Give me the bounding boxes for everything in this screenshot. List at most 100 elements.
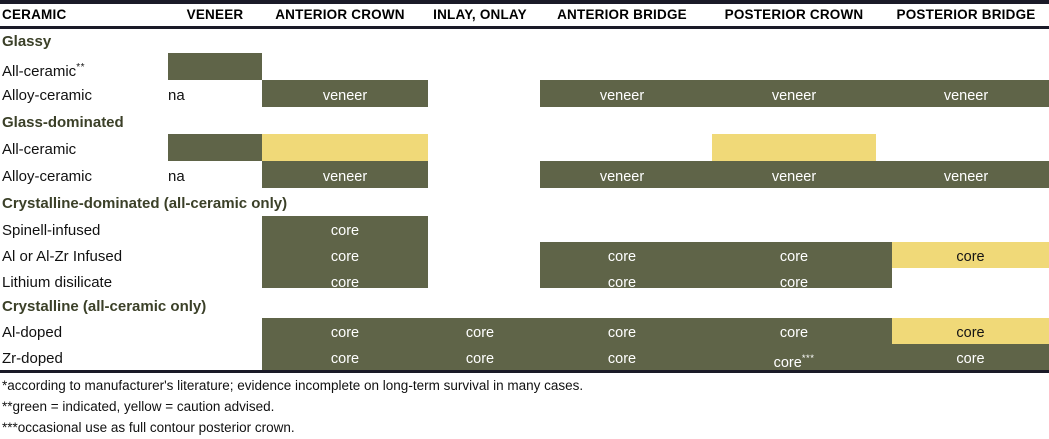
column-header-ceramic: CERAMIC bbox=[2, 7, 67, 22]
cell-spinell-ac-core: core bbox=[262, 221, 428, 241]
block-crystdom-posterior-bridge bbox=[892, 242, 1049, 268]
cell-glassdom-alloy-ac-veneer: veneer bbox=[262, 167, 428, 187]
cell-zrdoped-pb-core-text: core bbox=[956, 351, 985, 367]
column-header-inlay-onlay: INLAY, ONLAY bbox=[433, 7, 527, 22]
cell-glassy-alloy-pc-veneer: veneer bbox=[712, 86, 876, 106]
footnote-1-marker: * bbox=[2, 378, 8, 393]
cell-glassy-alloy-na-text: na bbox=[168, 87, 185, 104]
row-lithium-disilicate: Lithium disilicate bbox=[2, 273, 112, 293]
block-glassdom-alloy-bridges-crowns bbox=[540, 161, 1049, 188]
footnote-2-marker: ** bbox=[2, 399, 13, 414]
row-al-doped: Al-doped bbox=[2, 323, 62, 343]
cell-alzr-pb-core: core bbox=[892, 247, 1049, 267]
row-glassdom-alloyceramic: Alloy-ceramic bbox=[2, 167, 92, 187]
cell-alzr-ac-core-text: core bbox=[330, 249, 360, 265]
cell-alzr-ac-core: core bbox=[262, 247, 428, 267]
cell-aldoped-pc-core: core bbox=[712, 323, 876, 343]
column-header-anterior-crown: ANTERIOR CROWN bbox=[275, 7, 405, 22]
cell-lithium-ab-core: core bbox=[540, 273, 704, 293]
cell-aldoped-pb-core-text: core bbox=[956, 325, 985, 341]
cell-glassy-alloy-pb-veneer-text: veneer bbox=[943, 88, 989, 104]
cell-zrdoped-io-core-text: core bbox=[465, 351, 495, 367]
row-lithium-disilicate-text: Lithium disilicate bbox=[2, 274, 113, 291]
cell-zrdoped-io-core: core bbox=[424, 349, 536, 369]
footnote-3: ***occasional use as full contour poster… bbox=[2, 417, 1042, 438]
block-glassdom-allceramic-posterior-crown bbox=[712, 134, 876, 161]
row-al-alzr-infused: Al or Al-Zr Infused bbox=[2, 247, 122, 267]
cell-aldoped-io-core: core bbox=[424, 323, 536, 343]
cell-glassdom-alloy-ab-veneer: veneer bbox=[540, 167, 704, 187]
cell-glassy-alloy-ab-veneer: veneer bbox=[540, 86, 704, 106]
footnote-separator bbox=[0, 370, 1049, 373]
footnote-1: *according to manufacturer's literature;… bbox=[2, 375, 1042, 396]
block-glassy-alloy-bridges-crowns bbox=[540, 80, 1049, 107]
section-glassy: Glassy bbox=[2, 32, 51, 52]
row-zr-doped-text: Zr-doped bbox=[2, 350, 63, 367]
block-glassdom-alloy-anterior-crown bbox=[262, 161, 428, 188]
cell-glassdom-alloy-ab-veneer-text: veneer bbox=[599, 169, 645, 185]
footnote-3-text: occasional use as full contour posterior… bbox=[17, 420, 295, 435]
column-header-posterior-crown: POSTERIOR CROWN bbox=[724, 7, 864, 22]
cell-aldoped-ab-core-text: core bbox=[607, 325, 637, 341]
cell-alzr-ab-core: core bbox=[540, 247, 704, 267]
row-glassdom-allceramic: All-ceramic bbox=[2, 140, 76, 160]
section-glass-dominated-text: Glass-dominated bbox=[2, 114, 124, 131]
cell-aldoped-pc-core-text: core bbox=[779, 325, 809, 341]
cell-zrdoped-ac-core: core bbox=[262, 349, 428, 369]
cell-glassdom-alloy-pc-veneer-text: veneer bbox=[771, 169, 817, 185]
cell-aldoped-io-core-text: core bbox=[465, 325, 495, 341]
cell-alzr-pc-core: core bbox=[712, 247, 876, 267]
cell-glassdom-alloy-na: na bbox=[168, 167, 208, 187]
row-glassy-alloyceramic: Alloy-ceramic bbox=[2, 86, 92, 106]
cell-alzr-pc-core-text: core bbox=[779, 249, 809, 265]
cell-glassy-alloy-ac-veneer: veneer bbox=[262, 86, 428, 106]
cell-glassdom-alloy-pb-veneer-text: veneer bbox=[943, 169, 989, 185]
block-glassdom-allceramic-veneer bbox=[168, 134, 262, 161]
section-crystalline-text: Crystalline (all-ceramic only) bbox=[2, 298, 207, 315]
cell-glassy-alloy-ab-veneer-text: veneer bbox=[599, 88, 645, 104]
footnote-2-text: green = indicated, yellow = caution advi… bbox=[12, 399, 275, 414]
cell-aldoped-ac-core: core bbox=[262, 323, 428, 343]
section-crystalline-dominated: Crystalline-dominated (all-ceramic only) bbox=[2, 194, 287, 214]
section-glassy-text: Glassy bbox=[2, 33, 52, 50]
column-header-anterior-bridge: ANTERIOR BRIDGE bbox=[557, 7, 687, 22]
row-glassdom-alloyceramic-text: Alloy-ceramic bbox=[2, 168, 93, 185]
row-zr-doped: Zr-doped bbox=[2, 349, 63, 369]
cell-alzr-ab-core-text: core bbox=[607, 249, 637, 265]
footnote-3-marker: *** bbox=[2, 420, 18, 435]
block-glassdom-allceramic-anterior-crown bbox=[262, 134, 428, 161]
cell-glassdom-alloy-ac-veneer-text: veneer bbox=[322, 169, 368, 185]
cell-glassdom-alloy-pc-veneer: veneer bbox=[712, 167, 876, 187]
cell-alzr-pb-core-text: core bbox=[956, 249, 985, 265]
column-header-veneer: VENEER bbox=[186, 7, 244, 22]
cell-glassy-alloy-pc-veneer-text: veneer bbox=[771, 88, 817, 104]
table-top-border bbox=[0, 0, 1049, 4]
table-header-row: CERAMIC VENEER ANTERIOR CROWN INLAY, ONLAY A… bbox=[0, 5, 1049, 25]
cell-aldoped-ab-core: core bbox=[540, 323, 704, 343]
cell-glassy-alloy-pb-veneer: veneer bbox=[886, 86, 1046, 106]
cell-glassy-alloy-na: na bbox=[168, 86, 208, 106]
cell-zrdoped-ab-core-text: core bbox=[607, 351, 637, 367]
block-cryst-aldoped-posterior-bridge bbox=[892, 318, 1049, 344]
cell-zrdoped-pc-core: core*** bbox=[712, 349, 876, 373]
cell-glassy-alloy-ac-veneer-text: veneer bbox=[322, 88, 368, 104]
footnote-2: **green = indicated, yellow = caution ad… bbox=[2, 396, 1042, 417]
row-al-alzr-infused-text: Al or Al-Zr Infused bbox=[2, 248, 123, 265]
section-crystalline: Crystalline (all-ceramic only) bbox=[2, 297, 206, 317]
cell-zrdoped-pc-core-footnote-marker: *** bbox=[801, 353, 815, 364]
cell-zrdoped-pc-core-text: core bbox=[773, 354, 802, 371]
cell-lithium-pc-core-text: core bbox=[779, 275, 809, 291]
block-crystdom-anterior-crown-span bbox=[262, 216, 428, 288]
cell-aldoped-pb-core: core bbox=[892, 323, 1049, 343]
cell-glassdom-alloy-pb-veneer: veneer bbox=[886, 167, 1046, 187]
column-header-posterior-bridge: POSTERIOR BRIDGE bbox=[896, 7, 1036, 22]
block-glassy-alloy-anterior-crown bbox=[262, 80, 428, 107]
cell-glassdom-alloy-na-text: na bbox=[168, 168, 185, 185]
footnotes: *according to manufacturer's literature;… bbox=[2, 375, 1042, 438]
cell-zrdoped-ac-core-text: core bbox=[330, 351, 360, 367]
footnote-1-text: according to manufacturer's literature; … bbox=[7, 378, 584, 393]
